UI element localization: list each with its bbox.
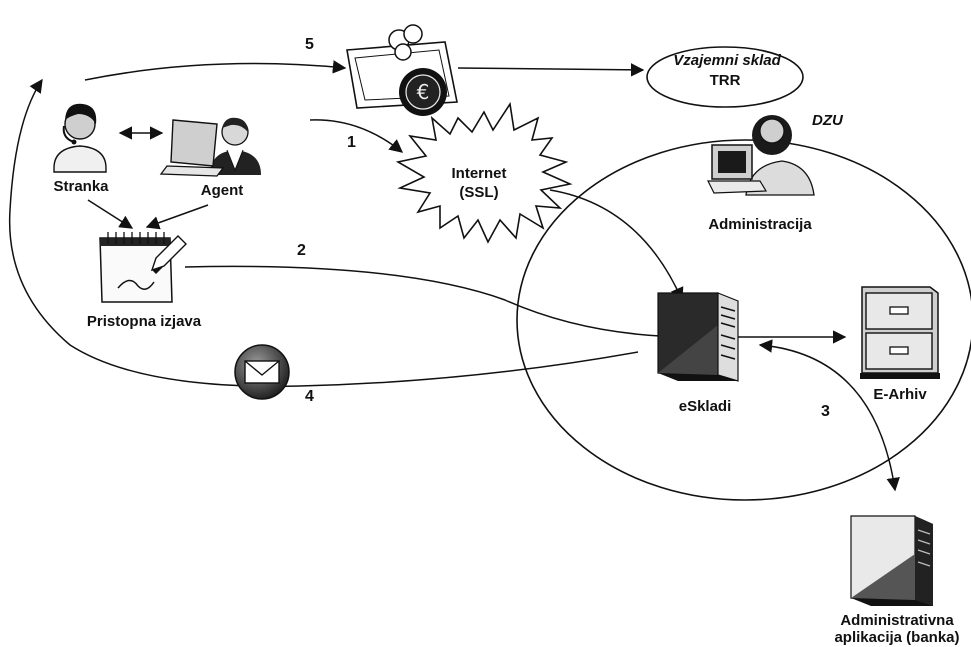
label-admin-app-line1: Administrativna <box>840 612 954 629</box>
step-3-number: 3 <box>821 403 830 420</box>
banknote-euro-icon: € <box>346 24 458 116</box>
filing-cabinet-icon <box>860 286 940 379</box>
arrow-5-to-money <box>84 60 347 81</box>
arrow-5-to-fund <box>457 63 645 77</box>
person-computer-icon <box>707 115 815 196</box>
arrow-internet-to-eskladi <box>549 189 684 302</box>
server-tower-icon <box>657 292 739 382</box>
label-stranka: Stranka <box>53 178 109 195</box>
label-internet-ssl: (SSL) <box>459 184 499 201</box>
server-tower-icon <box>850 515 933 606</box>
step-4-number: 4 <box>305 388 314 405</box>
arrow-2-izjava-to-archive <box>184 265 847 344</box>
arrow-1-to-internet <box>309 119 404 153</box>
arrow-3-eskladi-admin-app <box>758 339 900 492</box>
arrow-agent-to-izjava <box>145 204 209 230</box>
person-laptop-icon <box>159 117 261 177</box>
label-eskladi: eSkladi <box>678 398 732 415</box>
vzajemni-sklad-ellipse <box>646 46 804 108</box>
dzu-boundary <box>516 139 971 501</box>
label-pristopna-izjava: Pristopna izjava <box>86 313 202 330</box>
step-1-number: 1 <box>347 134 356 151</box>
step-5-number: 5 <box>305 36 314 53</box>
internet-starburst <box>395 101 573 244</box>
arrow-stranka-to-izjava <box>87 199 134 229</box>
label-vzajemni-sklad: Vzajemni sklad <box>673 52 781 69</box>
label-dzu: DZU <box>812 112 843 129</box>
label-internet: Internet <box>451 165 507 182</box>
label-administracija: Administracija <box>708 216 812 233</box>
envelope-icon <box>234 344 290 400</box>
step-2-number: 2 <box>297 242 306 259</box>
person-headset-icon <box>53 103 107 173</box>
label-trr: TRR <box>709 72 741 89</box>
notepad-pencil-icon <box>99 232 187 303</box>
label-agent: Agent <box>200 182 244 199</box>
arrow-4-return <box>8 78 639 388</box>
label-admin-app-line2: aplikacija (banka) <box>834 629 960 646</box>
label-e-arhiv: E-Arhiv <box>873 386 927 403</box>
svg-text:€: € <box>417 80 430 104</box>
